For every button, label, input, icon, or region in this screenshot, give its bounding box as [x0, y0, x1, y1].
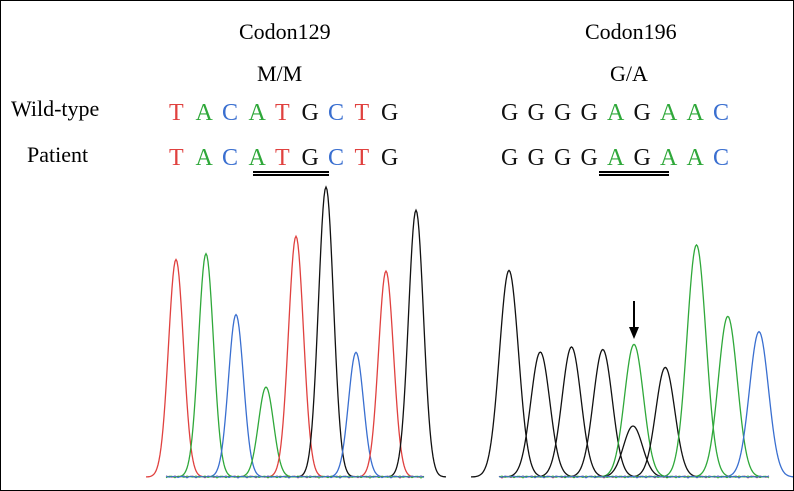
- base-A-pt-3: A: [248, 145, 266, 171]
- base-G-pt-2: G: [554, 145, 572, 171]
- codon129-peak-G-8: [385, 208, 447, 478]
- codon129-peak-G-5: [295, 185, 357, 478]
- codon196-title: Codon196: [585, 19, 677, 44]
- base-G-pt-8: G: [381, 145, 399, 171]
- codon196-peak-A-4: [595, 343, 673, 478]
- codon196-peak-G-0: [471, 269, 547, 478]
- codon196-double-underline: [599, 171, 669, 176]
- codon129-peak-T-7: [356, 269, 416, 478]
- base-A-pt-7: A: [686, 145, 704, 171]
- codon196-genotype: G/A: [610, 61, 648, 86]
- base-A-pt-4: A: [607, 145, 625, 171]
- base-T-pt-0: T: [169, 145, 184, 171]
- codon129-baseline-noise-1: [165, 475, 425, 479]
- base-A-wt-6: A: [660, 100, 678, 126]
- base-G-wt-0: G: [501, 100, 519, 126]
- base-G-pt-5: G: [633, 145, 651, 171]
- base-C-wt-8: C: [713, 100, 730, 126]
- codon129-peak-A-1: [176, 252, 236, 478]
- base-G-pt-3: G: [580, 145, 598, 171]
- base-G-wt-5: G: [633, 100, 651, 126]
- codon196-peak-C-8: [720, 330, 793, 478]
- codon129-peak-C-6: [325, 351, 387, 478]
- base-C-wt-2: C: [222, 100, 239, 126]
- base-A-pt-6: A: [660, 145, 678, 171]
- codon129-peak-A-3: [235, 386, 297, 478]
- base-G-pt-1: G: [527, 145, 545, 171]
- codon196-peak-G-3: [564, 348, 641, 478]
- codon196-peak-A-6: [658, 243, 735, 478]
- wild-type-row-label: Wild-type: [11, 96, 100, 121]
- patient-row-label: Patient: [27, 142, 89, 167]
- base-G-pt-5: G: [301, 145, 319, 171]
- codon129-baseline-noise-2: [165, 475, 425, 479]
- codon129-double-underline: [253, 171, 329, 176]
- codon129-title: Codon129: [239, 19, 331, 44]
- codon129-peak-T-0: [146, 258, 206, 478]
- base-T-wt-4: T: [275, 100, 290, 126]
- base-G-wt-1: G: [527, 100, 545, 126]
- base-G-wt-2: G: [554, 100, 572, 126]
- codon129-peak-T-4: [266, 234, 326, 478]
- base-T-wt-0: T: [169, 100, 184, 126]
- base-T-pt-4: T: [275, 145, 290, 171]
- base-A-pt-1: A: [195, 145, 213, 171]
- base-C-wt-6: C: [328, 100, 345, 126]
- base-C-pt-6: C: [328, 145, 345, 171]
- codon196-peak-G-2: [533, 346, 610, 478]
- base-G-wt-3: G: [580, 100, 598, 126]
- base-A-wt-4: A: [607, 100, 625, 126]
- codon196-peak-A-7: [689, 315, 766, 478]
- codon129-peak-C-2: [206, 313, 266, 478]
- base-T-wt-7: T: [354, 100, 370, 126]
- base-T-pt-7: T: [354, 145, 370, 171]
- mutation-arrow-head: [629, 327, 639, 339]
- base-G-wt-8: G: [381, 100, 399, 126]
- codon196-peak-G-9: [595, 425, 671, 478]
- base-A-wt-1: A: [195, 100, 213, 126]
- base-A-wt-7: A: [686, 100, 704, 126]
- base-G-wt-5: G: [301, 100, 319, 126]
- codon129-genotype: M/M: [257, 61, 303, 86]
- codon196-baseline-noise-2: [498, 475, 770, 479]
- base-G-pt-0: G: [501, 145, 519, 171]
- codon196-peak-G-5: [627, 366, 704, 478]
- base-A-wt-3: A: [248, 100, 266, 126]
- base-C-pt-2: C: [222, 145, 239, 171]
- codon196-peak-G-1: [502, 351, 579, 478]
- base-C-pt-8: C: [713, 145, 730, 171]
